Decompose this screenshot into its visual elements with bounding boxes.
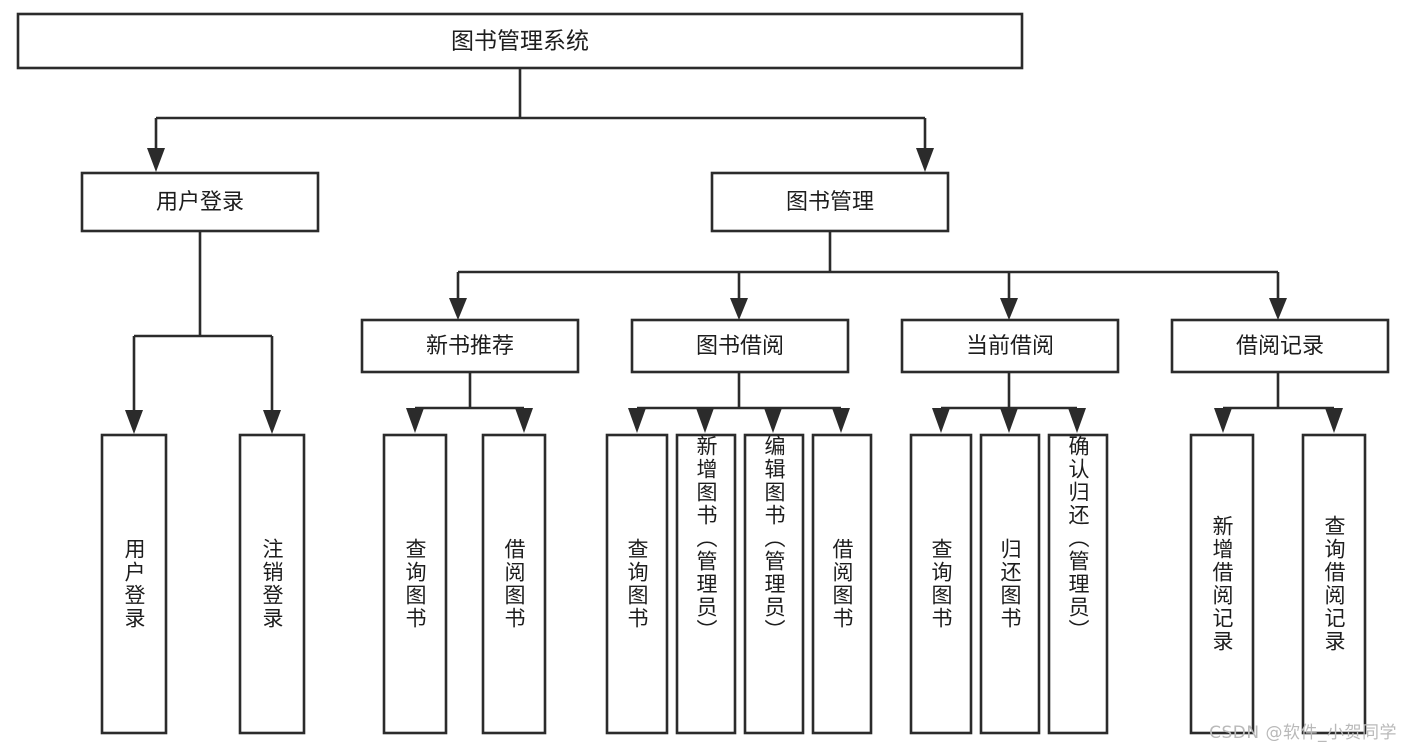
arrow-userlogin-leaf2 (263, 410, 281, 434)
node-book-management[interactable] (710, 171, 950, 233)
node-leaf-user-login-2[interactable] (238, 433, 306, 735)
node-user-login-label: 用户登录 (156, 190, 244, 215)
arrow-bookborrow-leaf4 (832, 408, 850, 433)
arrow-borrowrecord-leaf1 (1214, 408, 1232, 433)
arrow-bookborrow-leaf3 (764, 408, 782, 433)
node-leaf-book-borrow-2[interactable] (675, 433, 737, 735)
node-leaf-borrow-record-1[interactable] (1189, 433, 1255, 735)
arrow-root-to-book-mgmt (916, 148, 934, 172)
node-leaf-book-borrow-1[interactable] (605, 433, 669, 735)
arrow-currentborrow-leaf3 (1068, 408, 1086, 433)
node-borrow-record[interactable] (1170, 318, 1390, 374)
node-root[interactable] (16, 12, 1024, 70)
arrow-currentborrow-leaf2 (1000, 408, 1018, 433)
node-leaf-borrow-record-2[interactable] (1301, 433, 1367, 735)
node-current-borrow[interactable] (900, 318, 1120, 374)
node-leaf-current-borrow-2[interactable] (979, 433, 1041, 735)
node-leaf-book-borrow-3[interactable] (743, 433, 805, 735)
node-leaf-user-login-1[interactable] (100, 433, 168, 735)
node-layer: 图书管理系统 用户登录 图书管理 新书推荐 图书借阅 当前借阅 借阅记录 (16, 12, 1390, 735)
node-new-book-recommend[interactable] (360, 318, 580, 374)
arrow-root-to-user-login (147, 148, 165, 172)
connector-layer (125, 68, 1343, 434)
arrow-newbook-leaf1 (406, 408, 424, 433)
arrow-bookborrow-leaf2 (696, 408, 714, 433)
arrow-to-book-borrow (730, 298, 748, 320)
node-book-borrow-label: 图书借阅 (696, 334, 784, 359)
node-current-borrow-label: 当前借阅 (966, 334, 1054, 359)
arrow-to-current-borrow (1000, 298, 1018, 320)
arrow-currentborrow-leaf1 (932, 408, 950, 433)
node-user-login[interactable] (80, 171, 320, 233)
node-new-book-recommend-label: 新书推荐 (426, 334, 514, 359)
node-leaf-current-borrow-3[interactable] (1047, 433, 1109, 735)
arrow-to-borrow-record (1269, 298, 1287, 320)
node-leaf-current-borrow-1[interactable] (909, 433, 973, 735)
node-book-borrow[interactable] (630, 318, 850, 374)
arrow-borrowrecord-leaf2 (1325, 408, 1343, 433)
node-root-label: 图书管理系统 (451, 29, 589, 55)
node-leaf-new-book-1[interactable] (382, 433, 448, 735)
node-leaf-new-book-2[interactable] (481, 433, 547, 735)
node-book-management-label: 图书管理 (786, 190, 874, 215)
arrow-newbook-leaf2 (515, 408, 533, 433)
node-leaf-book-borrow-4[interactable] (811, 433, 873, 735)
arrow-to-new-book-recommend (449, 298, 467, 320)
node-borrow-record-label: 借阅记录 (1236, 334, 1324, 359)
arrow-userlogin-leaf1 (125, 410, 143, 434)
arrow-bookborrow-leaf1 (628, 408, 646, 433)
watermark: CSDN @软件_小贺同学 (1209, 723, 1397, 743)
